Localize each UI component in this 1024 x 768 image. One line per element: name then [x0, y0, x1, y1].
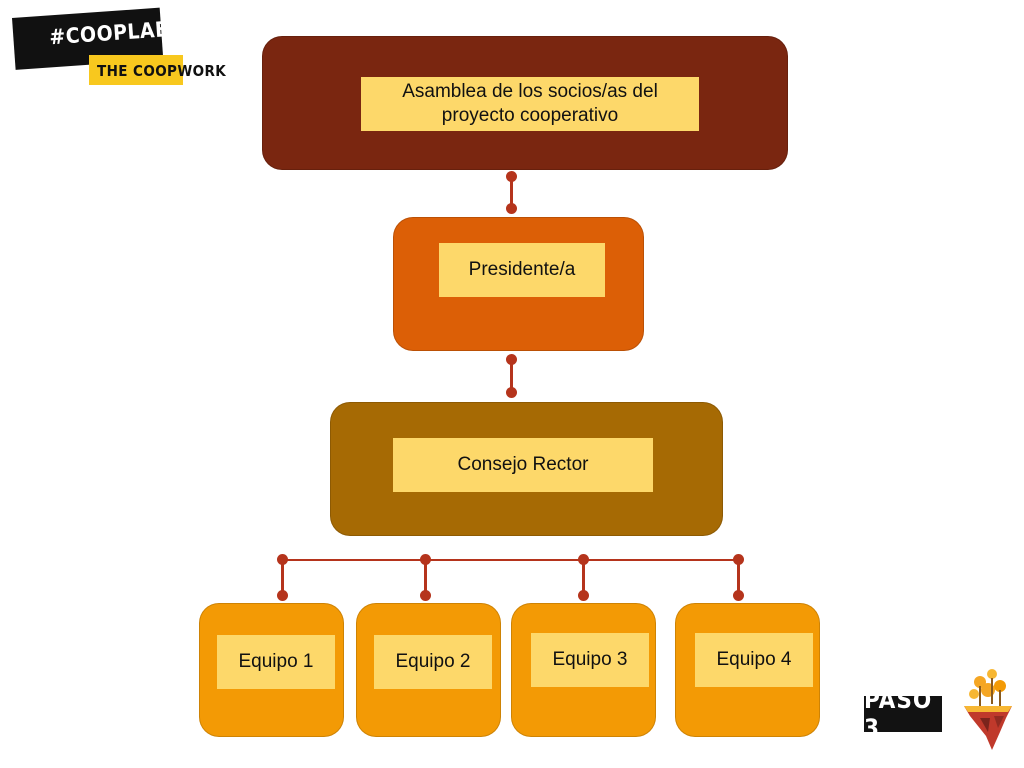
logo-tagline: THE COOPWORK	[97, 62, 227, 80]
connector-dot	[277, 590, 288, 601]
equipo-1-label: Equipo 1	[217, 635, 335, 689]
equipo-3-box: Equipo 3	[511, 603, 656, 737]
connector-dot	[420, 590, 431, 601]
connector-branch-4	[737, 560, 740, 596]
equipo-3-label: Equipo 3	[531, 633, 649, 687]
paso-3-badge: PASO 3	[864, 686, 942, 742]
asamblea-label: Asamblea de los socios/as del proyecto c…	[361, 77, 699, 131]
connector-branch-horizontal	[282, 559, 738, 561]
connector-dot	[420, 554, 431, 565]
connector-branch-3	[582, 560, 585, 596]
presidente-box: Presidente/a	[393, 217, 644, 351]
coopwork-tagline: THE COOPWORK	[89, 55, 226, 85]
connector-branch-1	[281, 560, 284, 596]
consejo-rector-label: Consejo Rector	[393, 438, 653, 492]
connector-dot	[733, 554, 744, 565]
connector-asamblea-presidente	[510, 177, 513, 208]
floating-island-icon	[964, 669, 1012, 750]
connector-branch-2	[424, 560, 427, 596]
paso-3-text: PASO 3	[864, 686, 933, 742]
connector-presidente-consejo	[510, 359, 513, 392]
connector-dot	[578, 554, 589, 565]
asamblea-box: Asamblea de los socios/as del proyecto c…	[262, 36, 788, 170]
equipo-4-label: Equipo 4	[695, 633, 813, 687]
consejo-rector-box: Consejo Rector	[330, 402, 723, 536]
logo-hashtag: #COOPLAB	[48, 17, 171, 50]
equipo-2-label: Equipo 2	[374, 635, 492, 689]
equipo-1-box: Equipo 1	[199, 603, 344, 737]
equipo-4-box: Equipo 4	[675, 603, 820, 737]
connector-dot	[578, 590, 589, 601]
presidente-label: Presidente/a	[439, 243, 605, 297]
connector-dot	[506, 354, 517, 365]
connector-dot	[733, 590, 744, 601]
connector-dot	[506, 171, 517, 182]
connector-dot	[506, 203, 517, 214]
connector-dot	[277, 554, 288, 565]
connector-dot	[506, 387, 517, 398]
equipo-2-box: Equipo 2	[356, 603, 501, 737]
